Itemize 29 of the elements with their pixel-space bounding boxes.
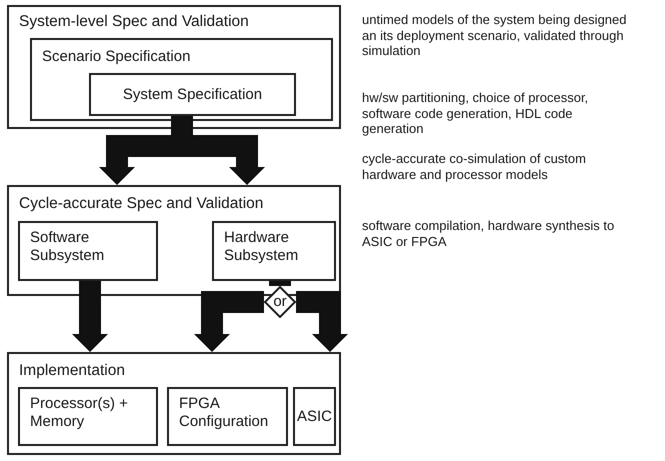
box-title: Scenario Specification (42, 48, 192, 66)
component-box (18, 387, 158, 446)
box-title: Processor(s) + Memory (30, 395, 129, 431)
stage-box (7, 352, 341, 455)
subsystem-box (18, 221, 158, 281)
box-title: System Specification (122, 86, 262, 104)
stage-box (7, 5, 341, 129)
description-text: cycle-accurate co-simulation of custom hardware and processor models (362, 151, 587, 182)
box-title: Cycle-accurate Spec and Validation (19, 195, 264, 214)
decision-diamond (264, 286, 296, 318)
description-text: hw/sw partitioning, choice of processor, software code generation, HDL code generation (362, 90, 590, 137)
stage-box (7, 185, 341, 296)
box-title: Software Subsystem (30, 229, 106, 265)
arrow (72, 281, 108, 352)
component-box (293, 387, 336, 446)
description-text: untimed models of the system being designed an its deployment scenario, validated through simulation (362, 12, 627, 59)
subsystem-box (212, 221, 336, 281)
box-title: System-level Spec and Validation (19, 13, 250, 32)
box-title: FPGA Configuration (179, 395, 270, 431)
box-title: ASIC (297, 408, 332, 426)
spec-box (89, 73, 296, 116)
spec-box (30, 38, 333, 121)
description-text: software compilation, hardware synthesis to ASIC or FPGA (362, 218, 616, 250)
box-title: Implementation (19, 362, 126, 381)
connector (269, 281, 291, 286)
choice-label: or (273, 293, 287, 311)
component-box (167, 387, 288, 446)
arrow (194, 291, 264, 352)
box-title: Hardware Subsystem (224, 229, 300, 265)
